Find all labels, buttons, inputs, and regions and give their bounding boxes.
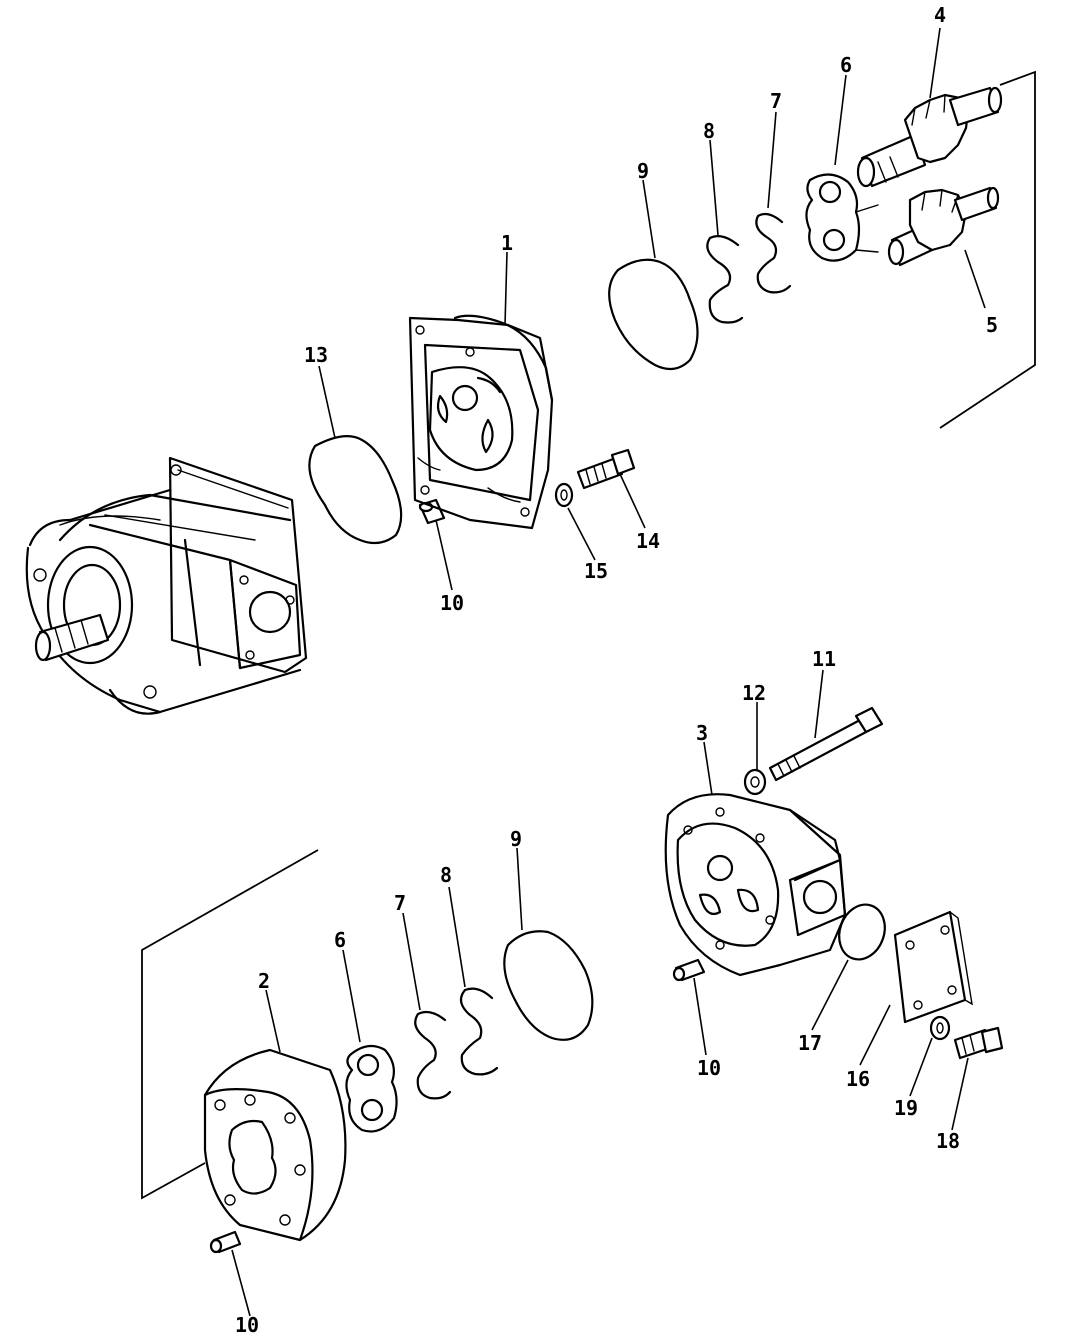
cover-plate-16 — [893, 910, 973, 1024]
o-ring-9-upper — [608, 258, 699, 371]
callout-7-upper: 7 — [770, 89, 782, 113]
drive-gear-4 — [856, 86, 1003, 188]
callout-10-lower: 10 — [235, 1313, 259, 1336]
washer-15-hole — [560, 489, 568, 501]
callout-16: 16 — [846, 1067, 870, 1091]
callout-10-upper: 10 — [440, 591, 464, 615]
callout-10-middle: 10 — [697, 1056, 721, 1080]
washer-12-hole — [750, 776, 760, 788]
dowel-pin-10-lower — [209, 1230, 242, 1254]
o-ring-gasket-13 — [308, 435, 403, 545]
callout-6-lower: 6 — [334, 928, 346, 952]
callout-9-lower: 9 — [510, 827, 522, 851]
callout-15: 15 — [584, 559, 608, 583]
driven-gear-5 — [887, 186, 1000, 267]
leader-lines — [231, 27, 986, 1317]
seal-7-lower — [414, 1010, 452, 1100]
upper-group-frame — [939, 70, 1036, 429]
callout-19: 19 — [894, 1096, 918, 1120]
callout-1: 1 — [501, 231, 513, 255]
end-cover-3 — [664, 793, 847, 977]
o-ring-17 — [838, 903, 886, 961]
callout-8-upper: 8 — [703, 119, 715, 143]
bolt-14 — [576, 448, 636, 490]
callout-4: 4 — [934, 3, 946, 27]
callout-13: 13 — [304, 343, 328, 367]
washer-12 — [743, 768, 767, 796]
callout-2: 2 — [258, 969, 270, 993]
callout-12: 12 — [742, 681, 766, 705]
callout-17: 17 — [798, 1031, 822, 1055]
callout-5: 5 — [986, 313, 998, 337]
seal-7-upper — [755, 212, 792, 294]
callout-7-lower: 7 — [394, 891, 406, 915]
washer-19-hole — [936, 1022, 944, 1034]
callout-9-upper: 9 — [637, 159, 649, 183]
dowel-pin-10-middle — [672, 958, 706, 982]
callout-3: 3 — [696, 721, 708, 745]
callout-8-lower: 8 — [440, 863, 452, 887]
callout-18: 18 — [936, 1129, 960, 1153]
callout-6-upper: 6 — [840, 53, 852, 77]
bearing-plate-6-lower — [345, 1044, 398, 1133]
gear-case-2 — [203, 1048, 347, 1242]
bolt-18 — [953, 1026, 1004, 1060]
washer-15 — [554, 482, 574, 508]
backup-ring-8-upper — [706, 235, 744, 324]
washer-19 — [929, 1015, 951, 1041]
backup-ring-8-lower — [459, 987, 499, 1076]
gear-housing-1 — [408, 314, 554, 530]
bearing-plate-6-upper — [805, 173, 879, 262]
callout-11: 11 — [812, 647, 836, 671]
callout-14: 14 — [636, 529, 660, 553]
lower-group-frame — [141, 849, 319, 1200]
main-pump-body — [25, 456, 308, 715]
callout-labels: 1 2 3 4 5 6 6 7 7 8 8 9 9 10 10 10 11 12… — [235, 3, 998, 1336]
long-bolt-11 — [768, 706, 884, 782]
o-ring-9-lower — [503, 930, 594, 1041]
